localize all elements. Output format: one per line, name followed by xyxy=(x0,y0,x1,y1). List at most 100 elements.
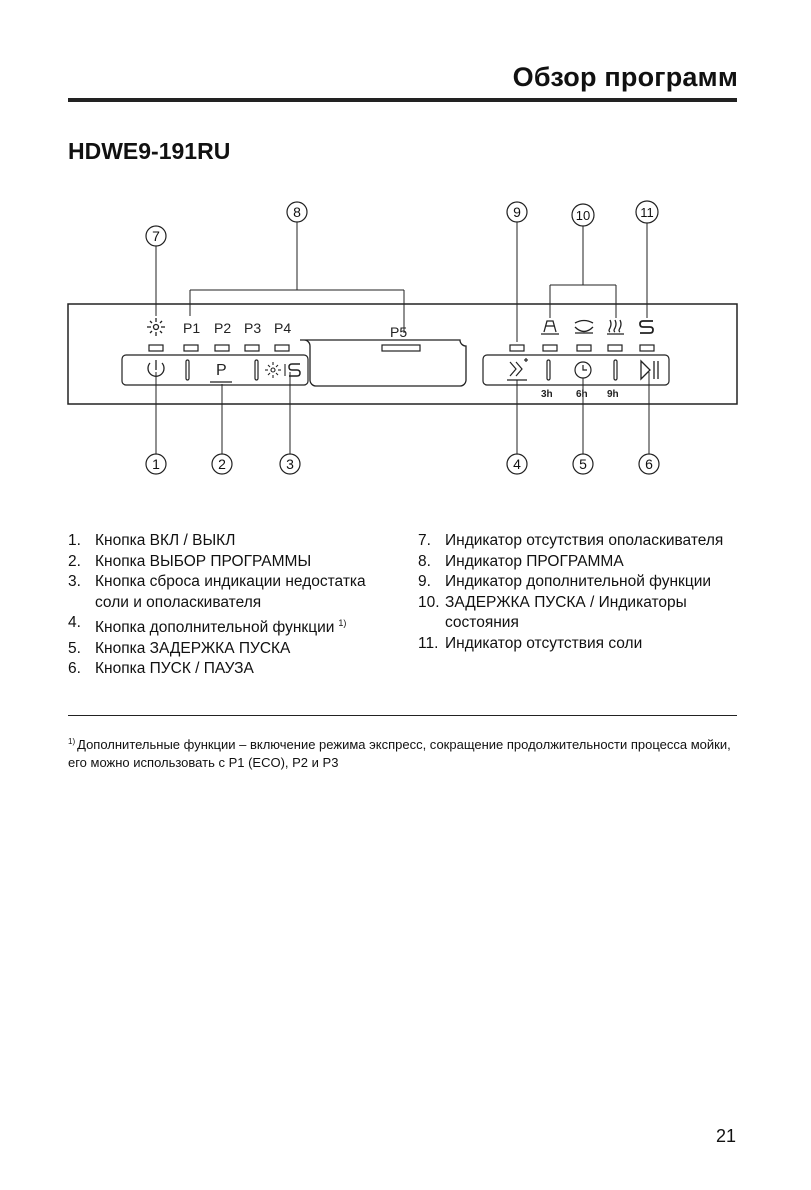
led-p1 xyxy=(183,344,199,352)
led-p5 xyxy=(381,344,421,352)
footnote: 1)Дополнительные функции – включение реж… xyxy=(68,733,740,772)
page-number: 21 xyxy=(715,1126,736,1146)
legend-left: 1. Кнопка ВКЛ / ВЫКЛ 2. Кнопка ВЫБОР ПРО… xyxy=(68,531,398,680)
led-status-2 xyxy=(576,344,592,352)
program-button-label: P xyxy=(216,362,227,379)
legend-item: 1. Кнопка ВКЛ / ВЫКЛ xyxy=(68,531,398,552)
start-pause-button[interactable] xyxy=(640,359,659,381)
delay-label-9h: 9h xyxy=(607,389,619,400)
callout-6: 6 xyxy=(645,456,653,472)
page-header-title: Обзор программ xyxy=(512,62,738,92)
legend-number: 9. xyxy=(418,573,431,590)
led-p4 xyxy=(274,344,290,352)
rinse-aid-icon xyxy=(147,318,165,336)
program-leds xyxy=(148,344,655,352)
legend-right: 7. Индикатор отсутствия ополаскивателя 8… xyxy=(418,531,748,654)
program-label-p4: P4 xyxy=(274,320,291,336)
footnote-marker: 1) xyxy=(338,618,347,628)
legend-text: Кнопка ЗАДЕРЖКА ПУСКА xyxy=(95,639,291,657)
header-rule xyxy=(68,98,737,102)
callout-2: 2 xyxy=(218,456,226,472)
legend-number: 5. xyxy=(68,639,81,657)
legend-item: 8. Индикатор ПРОГРАММА xyxy=(418,552,748,573)
legend-item: 5. Кнопка ЗАДЕРЖКА ПУСКА xyxy=(68,639,398,660)
legend-item: 9. Индикатор дополнительной функции xyxy=(418,572,748,593)
led-status-1 xyxy=(542,344,558,352)
callout-8: 8 xyxy=(293,204,301,220)
legend-text: Индикатор дополнительной функции xyxy=(445,573,712,590)
control-panel-diagram: P1 P2 P3 P4 P5 P xyxy=(67,200,738,475)
led-p2 xyxy=(214,344,230,352)
legend-item: 6. Кнопка ПУСК / ПАУЗА xyxy=(68,659,398,680)
legend-number: 3. xyxy=(68,573,81,590)
callout-5: 5 xyxy=(579,456,587,472)
footnote-marker: 1) xyxy=(68,737,76,746)
callout-11: 11 xyxy=(640,205,654,220)
program-label-p3: P3 xyxy=(244,320,261,336)
legend-text: Кнопка ВЫБОР ПРОГРАММЫ xyxy=(95,552,312,570)
reset-salt-icon xyxy=(288,363,301,377)
callout-lines xyxy=(155,222,650,454)
reset-sun-icon xyxy=(265,362,281,378)
extra-function-button[interactable] xyxy=(507,358,528,381)
legend-item: 10. ЗАДЕРЖКА ПУСКА / Индикаторы состояни… xyxy=(418,593,748,634)
callout-circles xyxy=(145,200,660,475)
prewash-icon xyxy=(541,320,559,335)
delay-button[interactable] xyxy=(574,361,592,379)
salt-icon xyxy=(639,320,654,334)
footnote-text: Дополнительные функции – включение режим… xyxy=(68,737,731,770)
legend-number: 11. xyxy=(418,634,439,652)
legend-text: Кнопка ВКЛ / ВЫКЛ xyxy=(95,532,236,549)
model-title: HDWE9-191RU xyxy=(68,138,231,164)
delay-label-6h: 6h xyxy=(576,389,588,400)
status-icons xyxy=(541,319,654,335)
callout-1: 1 xyxy=(152,456,160,472)
program-label-p1: P1 xyxy=(183,320,200,336)
legend-text: Кнопка сброса индикации недостатка соли … xyxy=(95,573,366,611)
reset-button[interactable] xyxy=(265,362,301,378)
legend-text: Кнопка ПУСК / ПАУЗА xyxy=(95,660,254,677)
button-divider xyxy=(185,359,190,381)
legend-number: 10. xyxy=(418,593,440,611)
panel-notch xyxy=(300,339,467,387)
button-divider xyxy=(546,359,551,381)
callout-4: 4 xyxy=(513,456,521,472)
led-salt xyxy=(639,344,655,352)
legend-item: 3. Кнопка сброса индикации недостатка со… xyxy=(68,572,398,613)
right-button-box xyxy=(482,354,670,386)
legend-number: 4. xyxy=(68,614,81,631)
legend-number: 6. xyxy=(68,660,81,677)
legend-number: 8. xyxy=(418,552,431,570)
panel-outline xyxy=(67,303,738,405)
dry-icon xyxy=(607,319,624,335)
callout-3: 3 xyxy=(286,456,294,472)
program-label-p2: P2 xyxy=(214,320,231,336)
led-status-3 xyxy=(607,344,623,352)
callout-7: 7 xyxy=(152,228,160,244)
legend-number: 1. xyxy=(68,532,81,549)
left-button-box xyxy=(121,354,309,386)
button-divider xyxy=(254,359,259,381)
legend-item: 7. Индикатор отсутствия ополаскивателя xyxy=(418,531,748,552)
delay-label-3h: 3h xyxy=(541,389,553,400)
legend-text: ЗАДЕРЖКА ПУСКА / Индикаторы состояния xyxy=(445,593,687,632)
button-divider xyxy=(613,359,618,381)
legend-text-main: Кнопка дополнительной функции xyxy=(95,619,335,636)
legend-text: Индикатор отсутствия ополаскивателя xyxy=(445,532,724,549)
legend-number: 2. xyxy=(68,552,81,570)
legend-number: 7. xyxy=(418,532,431,549)
program-button[interactable]: P xyxy=(210,362,232,383)
rinse-led xyxy=(148,344,164,352)
legend-text: Индикатор отсутствия соли xyxy=(445,634,643,652)
footnote-rule xyxy=(68,715,737,716)
led-p3 xyxy=(244,344,260,352)
program-label-p5: P5 xyxy=(390,324,407,340)
callout-9: 9 xyxy=(513,204,521,220)
callout-10: 10 xyxy=(576,208,590,223)
play-pause-icon xyxy=(640,359,651,381)
legend-item: 2. Кнопка ВЫБОР ПРОГРАММЫ xyxy=(68,552,398,573)
fast-forward-icon xyxy=(509,361,523,377)
led-extra xyxy=(509,344,525,352)
